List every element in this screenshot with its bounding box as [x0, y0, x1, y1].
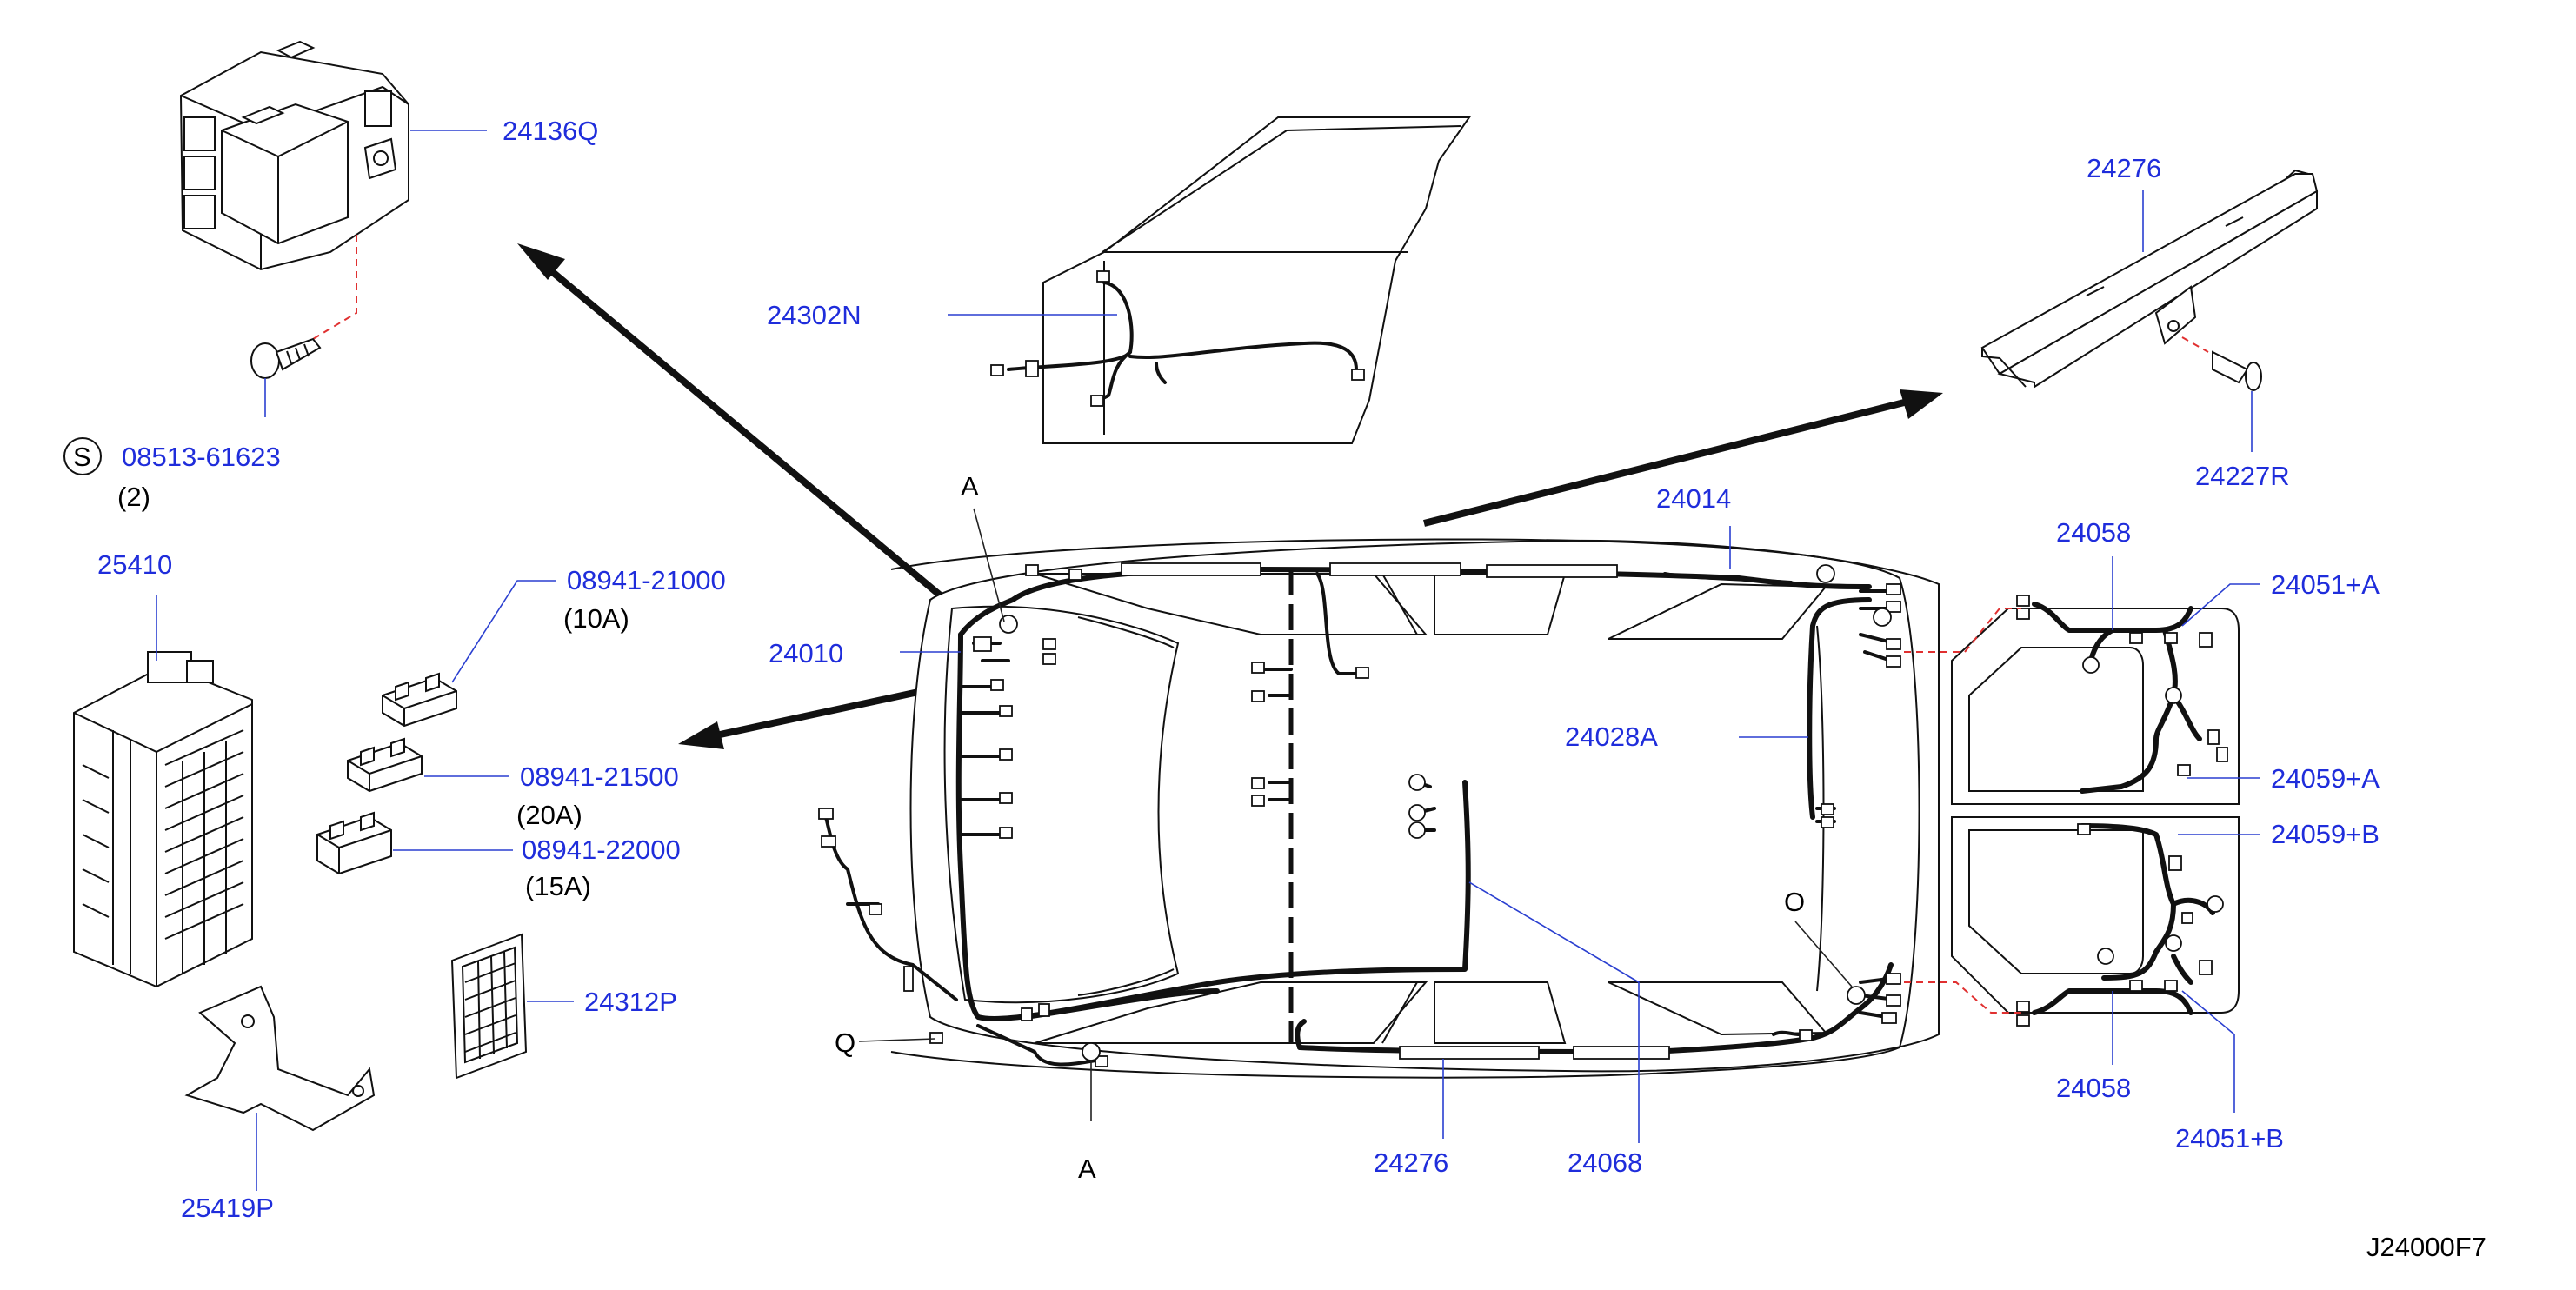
part-24028A[interactable]: 24028A: [1565, 721, 1658, 752]
rear-door-harness: [2016, 595, 2228, 1027]
part-24058-top[interactable]: 24058: [2056, 517, 2131, 548]
fuse-10A-illustration: [382, 672, 457, 728]
fuse-15A-illustration: [316, 811, 392, 875]
part-08941-21000[interactable]: 08941-21000: [567, 565, 726, 595]
clip-illustration: [2212, 350, 2262, 391]
part-24059-B[interactable]: 24059+B: [2271, 819, 2380, 849]
ref-letter-q: Q: [835, 1027, 855, 1058]
diagram-code: J24000F7: [2366, 1232, 2486, 1262]
fuse-label-plate-illustration: [450, 933, 528, 1080]
part-25419P[interactable]: 25419P: [181, 1193, 274, 1223]
part-24059-A[interactable]: 24059+A: [2271, 763, 2380, 794]
part-24051-B[interactable]: 24051+B: [2175, 1123, 2284, 1154]
standard-part-symbol: [63, 437, 102, 475]
fuse-20A-illustration: [347, 737, 423, 793]
part-08513-quantity: (2): [117, 482, 150, 512]
part-25410[interactable]: 25410: [97, 549, 172, 580]
callout-arrow-relay-bracket: [536, 257, 950, 605]
part-24136Q[interactable]: 24136Q: [503, 116, 598, 146]
callout-arrow-cowl-trim: [1423, 395, 1922, 527]
screw-illustration: [250, 337, 322, 379]
relay-bracket-illustration: [179, 40, 409, 271]
part-24227R[interactable]: 24227R: [2195, 461, 2290, 491]
front-door-illustration: [990, 116, 1471, 444]
callout-arrow-fuses: [699, 685, 935, 742]
part-24312P[interactable]: 24312P: [584, 987, 677, 1017]
fuse-rating-10A: (10A): [563, 603, 629, 634]
part-08941-22000[interactable]: 08941-22000: [522, 835, 681, 865]
fuse-rating-15A: (15A): [525, 871, 591, 901]
fuse-block-bracket-illustration: [184, 985, 376, 1132]
rear-door-upper-illustration: [1951, 608, 2240, 805]
part-24276-top[interactable]: 24276: [2087, 153, 2161, 183]
part-24068[interactable]: 24068: [1568, 1147, 1642, 1178]
part-08513-61623[interactable]: 08513-61623: [122, 442, 281, 472]
fuse-block-illustration: [73, 651, 253, 988]
ref-letter-a-top: A: [961, 471, 979, 502]
part-24010[interactable]: 24010: [769, 638, 843, 668]
fuse-rating-20A: (20A): [516, 800, 582, 830]
part-24051-A[interactable]: 24051+A: [2271, 569, 2380, 600]
part-24276-bottom[interactable]: 24276: [1374, 1147, 1448, 1178]
part-08941-21500[interactable]: 08941-21500: [520, 761, 679, 792]
harness-connectors: [818, 562, 1901, 1067]
part-24302N[interactable]: 24302N: [767, 300, 862, 330]
part-24058-bottom[interactable]: 24058: [2056, 1073, 2131, 1103]
ref-letter-a-bottom: A: [1078, 1154, 1096, 1184]
part-24014[interactable]: 24014: [1656, 483, 1731, 514]
ref-letter-o: O: [1784, 887, 1805, 917]
standard-part-symbol-letter: S: [73, 442, 91, 472]
cowl-trim-illustration: [1980, 169, 2319, 389]
rear-door-lower-illustration: [1951, 816, 2240, 1014]
